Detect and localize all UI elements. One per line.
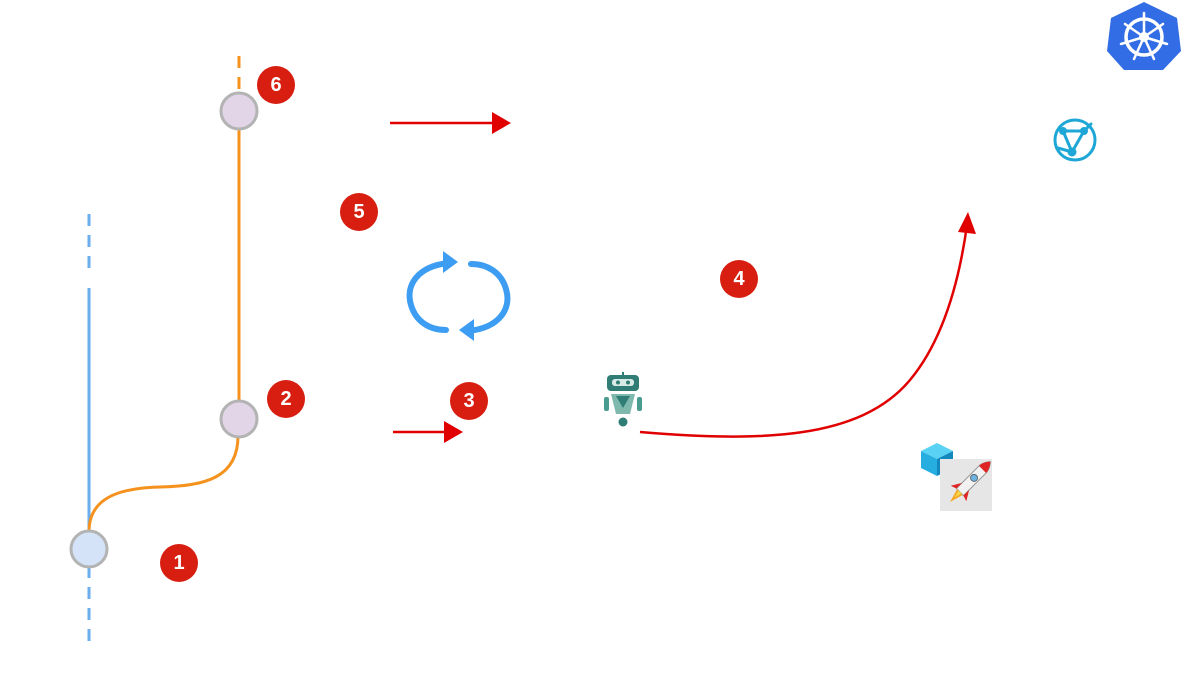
rocket-icon [940, 459, 992, 511]
step-badge-5: 5 [340, 193, 378, 231]
arrow-curved-head [958, 212, 976, 234]
step-label-2: 2 [280, 388, 291, 410]
network-icon [1053, 118, 1097, 162]
step-badge-2: 2 [267, 380, 305, 418]
arrow-curved [639, 224, 969, 438]
refresh-cycle-icon [406, 251, 511, 341]
step-label-1: 1 [173, 552, 184, 574]
step-badge-1: 1 [160, 544, 198, 582]
robot-icon [604, 372, 642, 427]
commit-node-main [69, 529, 109, 569]
step-label-5: 5 [353, 201, 364, 223]
step-badge-6: 6 [257, 66, 295, 104]
commit-node-feature-2 [219, 91, 259, 131]
feature-branch-curve [87, 435, 240, 531]
step-label-3: 3 [463, 390, 474, 412]
step-label-4: 4 [733, 268, 745, 290]
kubernetes-icon [1107, 2, 1181, 70]
arrow-middle-head [444, 421, 463, 443]
feature-branch [87, 56, 241, 531]
commit-node-feature-1 [219, 399, 259, 439]
step-badge-3: 3 [450, 382, 488, 420]
arrow-top-head [492, 112, 511, 134]
step-label-6: 6 [270, 74, 281, 96]
step-badge-4: 4 [720, 260, 758, 298]
